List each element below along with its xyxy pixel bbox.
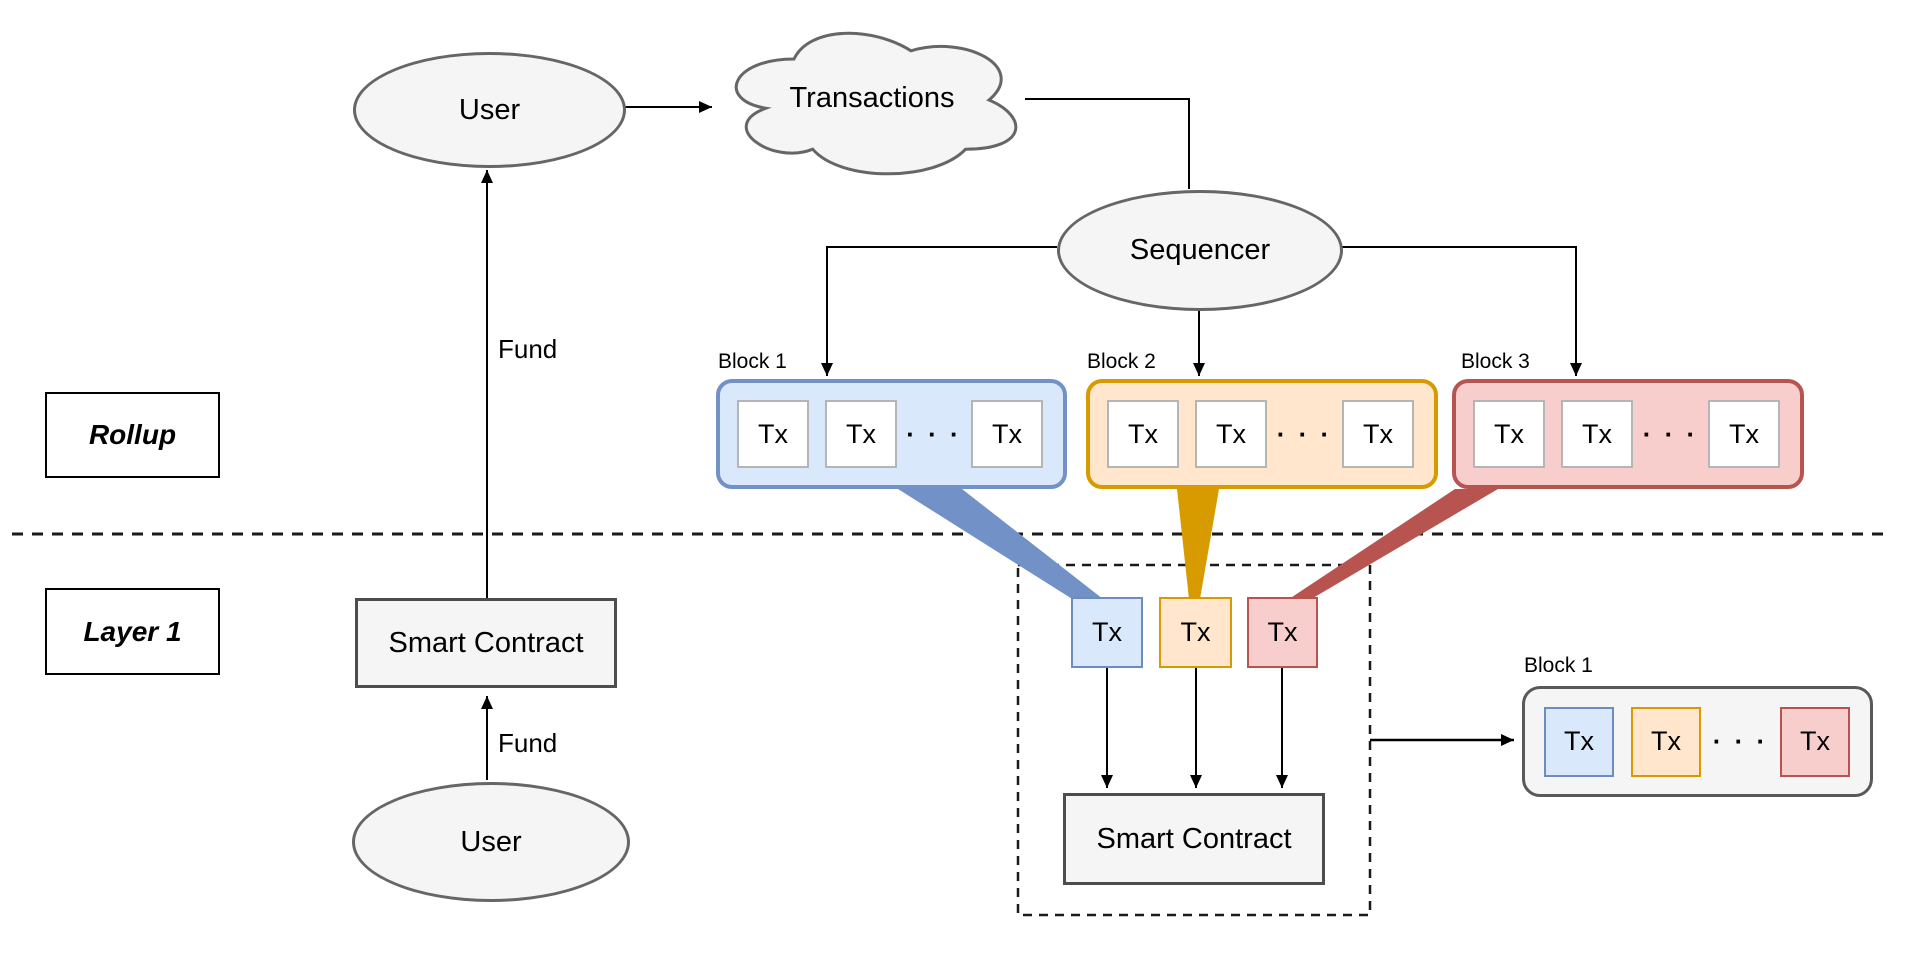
edge-sequencer-to-block1 (821, 246, 1057, 376)
edge-sequencer-to-block3 (1337, 246, 1582, 376)
tx-label: Tx (1564, 726, 1594, 756)
tx-box: Tx (1195, 400, 1267, 468)
tx-label: Tx (1267, 617, 1298, 647)
tx-label: Tx (758, 418, 788, 449)
user-bottom-label: User (460, 825, 522, 858)
tx-label: Tx (1494, 418, 1524, 449)
node-transactions-label: Transactions (789, 82, 955, 114)
funnel-block3-to-tx (1286, 489, 1498, 601)
node-user-top: User (353, 52, 626, 168)
ellipsis-dots: · · · (1642, 418, 1699, 449)
tx-box-blue: Tx (1544, 706, 1614, 777)
layer1-block-label: Block 1 (1524, 654, 1593, 677)
tx-label: Tx (1582, 418, 1612, 449)
ellipsis-dots: · · · (906, 418, 962, 449)
funnel-block2-to-tx (1177, 489, 1219, 599)
transactions-cloud-shape (734, 31, 1018, 176)
block3-label: Block 3 (1461, 350, 1530, 373)
lane-label-layer1: Layer 1 (45, 588, 220, 675)
tx-box: Tx (1473, 400, 1545, 468)
smart-contract-left-label: Smart Contract (388, 626, 584, 659)
node-smart-contract-left: Smart Contract (355, 598, 617, 688)
tx-box-red: Tx (1780, 706, 1850, 777)
tx-box: Tx (1342, 400, 1414, 468)
tx-label: Tx (846, 418, 876, 449)
layer1-lane-text: Layer 1 (83, 615, 182, 647)
node-sequencer: Sequencer (1057, 190, 1343, 311)
block1-label: Block 1 (718, 350, 787, 373)
layer1-block-1: Tx Tx · · · Tx (1522, 686, 1873, 797)
tx-small-orange: Tx (1159, 597, 1232, 668)
lane-label-rollup: Rollup (45, 392, 220, 478)
tx-label: Tx (1180, 617, 1211, 647)
tx-label: Tx (992, 418, 1022, 449)
tx-box-orange: Tx (1631, 706, 1701, 777)
tx-box: Tx (971, 400, 1043, 468)
fund-label-bottom: Fund (498, 728, 558, 758)
tx-box: Tx (1561, 400, 1633, 468)
tx-small-red: Tx (1247, 597, 1318, 668)
funnel-block1-to-tx (898, 489, 1103, 602)
tx-label: Tx (1092, 617, 1122, 647)
edge-transactions-to-sequencer (1025, 98, 1190, 189)
ellipsis-dots: · · · (1712, 726, 1769, 756)
tx-label: Tx (1128, 418, 1158, 449)
rollup-block-2: Tx Tx · · · Tx (1086, 379, 1438, 489)
sequencer-label: Sequencer (1129, 234, 1271, 266)
rollup-block-1: Tx Tx · · · Tx (716, 379, 1067, 489)
tx-box: Tx (737, 400, 809, 468)
tx-label: Tx (1363, 418, 1393, 449)
rollup-lane-text: Rollup (88, 419, 177, 450)
node-user-bottom: User (352, 782, 630, 902)
tx-box: Tx (1107, 400, 1179, 468)
tx-label: Tx (1729, 418, 1759, 449)
ellipsis-dots: · · · (1276, 418, 1333, 449)
tx-small-blue: Tx (1071, 597, 1143, 668)
smart-contract-bottom-label: Smart Contract (1096, 822, 1292, 855)
tx-box: Tx (1708, 400, 1780, 468)
tx-label: Tx (1216, 418, 1246, 449)
rollup-block-3: Tx Tx · · · Tx (1452, 379, 1804, 489)
user-top-label: User (458, 93, 521, 126)
tx-label: Tx (1800, 726, 1830, 756)
block2-label: Block 2 (1087, 350, 1156, 373)
tx-label: Tx (1651, 726, 1681, 756)
fund-label-top: Fund (498, 334, 558, 364)
tx-box: Tx (825, 400, 897, 468)
node-smart-contract-bottom: Smart Contract (1063, 793, 1325, 885)
